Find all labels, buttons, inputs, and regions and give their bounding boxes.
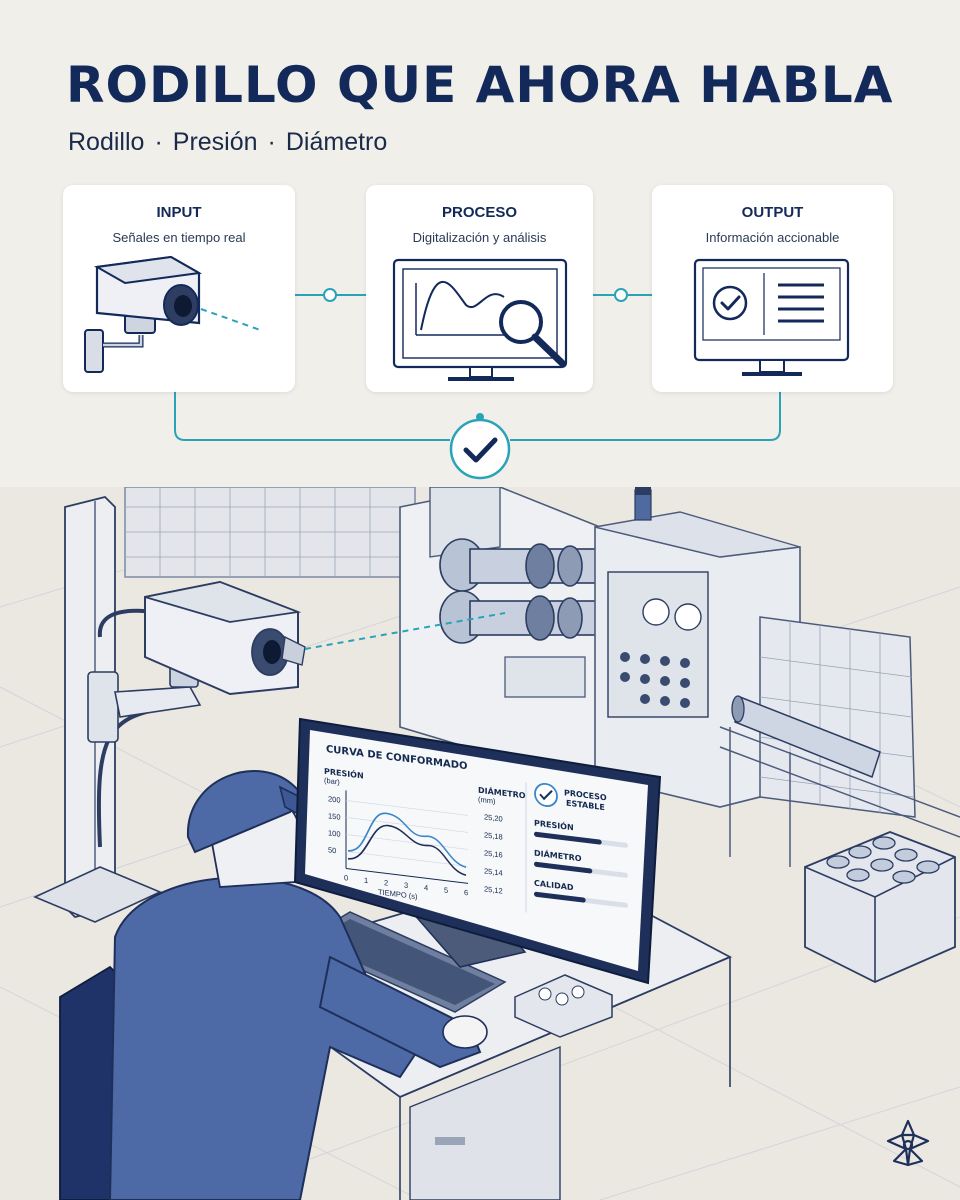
bar-fill-diametro (534, 861, 593, 874)
right-tick: 25,14 (484, 866, 503, 877)
bar-label-calidad: CALIDAD (534, 879, 574, 893)
button-box (514, 974, 613, 1038)
card-title: INPUT (156, 204, 202, 221)
back-fence (124, 487, 416, 578)
brand-logo-icon (886, 1119, 930, 1167)
monitor-chart-magnifier-icon (392, 258, 568, 381)
camera-icon (84, 255, 264, 373)
subtitle-separator: · (267, 128, 276, 156)
left-tick: 150 (328, 811, 340, 822)
card-proceso: PROCESO Digitalización y análisis (366, 185, 593, 392)
camera-icon (144, 580, 506, 696)
left-tick: 50 (328, 845, 336, 855)
monitor (293, 717, 662, 985)
x-tick: 3 (404, 881, 408, 890)
bar-label-presion: PRESIÓN (534, 817, 574, 833)
chart-title: CURVA DE CONFORMADO (326, 744, 468, 772)
x-tick: 0 (344, 873, 348, 882)
x-tick: 6 (464, 888, 468, 897)
flow-connectors (174, 288, 781, 480)
subtitle-item-rodillo: Rodillo (68, 128, 145, 156)
check-circle-icon (449, 418, 511, 480)
left-tick: 200 (328, 794, 340, 805)
bar-label-diametro: DIÁMETRO (534, 847, 582, 864)
roll-forming-machine (399, 487, 601, 778)
bar-fill-calidad (534, 891, 586, 903)
status-check-icon (534, 783, 558, 807)
left-axis-unit: (bar) (324, 776, 340, 787)
card-subtitle: Señales en tiempo real (112, 230, 246, 245)
card-title: OUTPUT (741, 204, 804, 221)
card-subtitle: Información accionable (705, 230, 840, 245)
subtitle-separator: · (154, 128, 163, 156)
card-output: OUTPUT Información accionable (652, 185, 893, 392)
x-tick: 1 (364, 876, 368, 885)
bar-fill-presion (534, 831, 602, 845)
card-subtitle: Digitalización y análisis (412, 230, 547, 245)
subtitle: Rodillo · Presión · Diámetro (68, 128, 387, 157)
right-tick: 25,12 (484, 884, 503, 895)
x-axis-label: TIEMPO (s) (378, 887, 418, 901)
output-conveyor (719, 616, 960, 867)
factory-scene: CURVA DE CONFORMADO PRESIÓN (bar) 200 15… (0, 487, 960, 1200)
operator (59, 770, 488, 1200)
right-tick: 25,20 (484, 812, 503, 823)
subtitle-item-diametro: Diámetro (285, 128, 388, 156)
x-tick: 2 (384, 878, 388, 887)
x-tick: 5 (444, 885, 448, 894)
monitor-screen: CURVA DE CONFORMADO PRESIÓN (bar) 200 15… (324, 744, 628, 913)
subtitle-item-presion: Presión (172, 128, 258, 156)
right-tick: 25,18 (484, 830, 503, 841)
page-title: RODILLO QUE AHORA HABLA (66, 56, 894, 114)
right-tick: 25,16 (484, 848, 503, 859)
x-tick: 4 (424, 883, 428, 892)
card-title: PROCESO (441, 204, 517, 221)
card-input: INPUT Señales en tiempo real (63, 185, 295, 392)
tube-crate (804, 831, 956, 983)
left-tick: 100 (328, 828, 340, 839)
right-axis-unit: (mm) (478, 795, 496, 806)
monitor-check-list-icon (693, 258, 850, 376)
